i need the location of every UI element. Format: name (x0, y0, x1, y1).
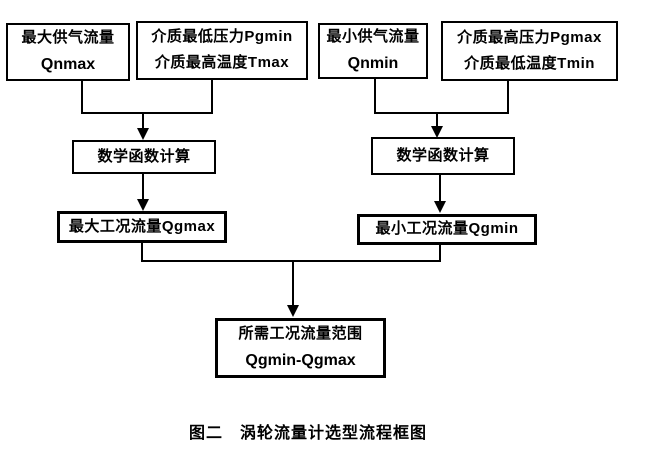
node-qgmax: 最大工况流量Qgmax (57, 211, 227, 243)
node-calc-right: 数学函数计算 (371, 137, 515, 175)
arrow-down-icon (137, 199, 149, 211)
arrow-down-icon (137, 128, 149, 140)
connector-right-merge (374, 79, 509, 114)
arrow-down-icon (431, 126, 443, 138)
node-pgmin-tmax: 介质最低压力Pgmin 介质最高温度Tmax (136, 21, 308, 80)
node-qnmin-line2: Qnmin (347, 54, 399, 72)
node-qnmax-line1: 最大供气流量 (21, 29, 115, 47)
node-qnmax-line2: Qnmax (40, 55, 96, 73)
node-pgmax-tmin-line1: 介质最高压力Pgmax (457, 28, 602, 46)
node-result: 所需工况流量范围 Qgmin-Qgmax (215, 318, 386, 378)
node-pgmax-tmin-line2: 介质最低温度Tmin (464, 54, 595, 72)
node-qgmax-label: 最大工况流量Qgmax (68, 217, 216, 235)
connector-left-merge (81, 80, 213, 114)
node-result-line1: 所需工况流量范围 (238, 325, 363, 343)
node-pgmin-tmax-line1: 介质最低压力Pgmin (151, 28, 293, 46)
connector-bottom-merge (141, 243, 441, 262)
node-qgmin-label: 最小工况流量Qgmin (375, 220, 519, 238)
arrow-down-icon (287, 305, 299, 317)
arrow-down-icon (434, 201, 446, 213)
node-qnmin: 最小供气流量 Qnmin (318, 23, 428, 79)
node-qnmin-line1: 最小供气流量 (326, 28, 420, 46)
node-calc-right-label: 数学函数计算 (396, 146, 490, 164)
node-qnmax: 最大供气流量 Qnmax (6, 23, 130, 81)
node-calc-left-label: 数学函数计算 (97, 147, 191, 165)
figure-caption: 图二 涡轮流量计选型流程框图 (188, 425, 427, 442)
node-result-line2: Qgmin-Qgmax (245, 351, 356, 369)
node-qgmin: 最小工况流量Qgmin (357, 214, 537, 245)
node-pgmax-tmin: 介质最高压力Pgmax 介质最低温度Tmin (441, 21, 618, 81)
node-pgmin-tmax-line2: 介质最高温度Tmax (154, 54, 290, 71)
node-calc-left: 数学函数计算 (72, 140, 216, 174)
